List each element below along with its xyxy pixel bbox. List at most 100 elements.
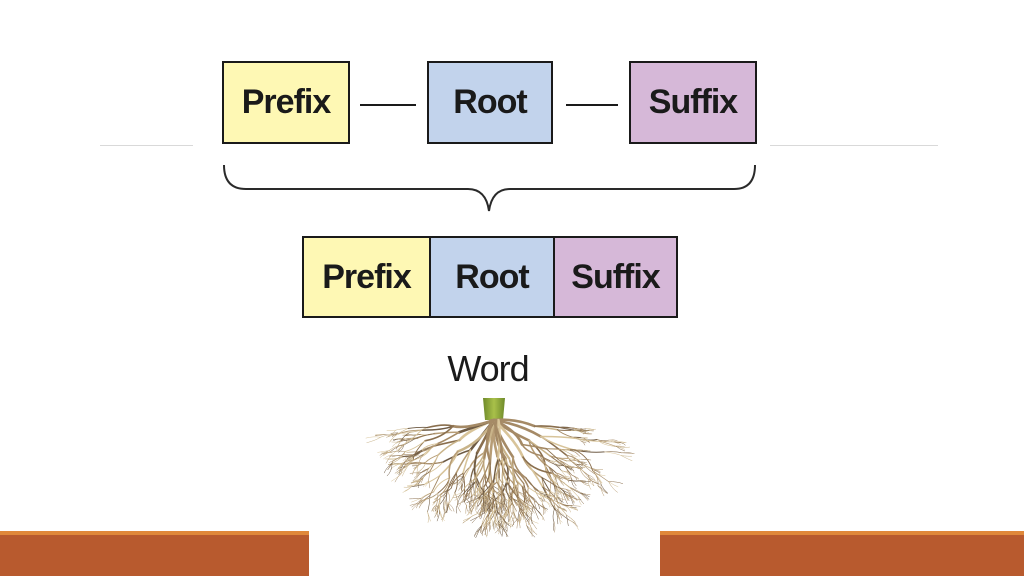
root-strand (545, 448, 562, 450)
root-strand (556, 463, 561, 468)
root-strand (410, 454, 424, 457)
connector-line-left (360, 104, 416, 106)
root-strand (423, 474, 441, 486)
root-strand (621, 452, 635, 454)
root-strand (521, 443, 547, 450)
root-strand (608, 481, 624, 484)
root-strand (432, 504, 437, 511)
root-strand (483, 459, 491, 488)
root-strand (508, 512, 512, 529)
root-strand (427, 454, 439, 470)
root-strand (479, 505, 485, 519)
root-strand (549, 494, 558, 499)
root-strand (505, 458, 523, 488)
root-strand (417, 454, 424, 467)
root-strand (576, 438, 600, 442)
root-strand (437, 494, 441, 506)
root-strand (417, 461, 427, 466)
root-strand (497, 520, 502, 528)
root-strand (499, 526, 502, 536)
root-strand (492, 459, 499, 484)
root-strand (556, 508, 560, 520)
root-strand (411, 499, 422, 508)
root-strand (409, 503, 419, 506)
root-strand (483, 517, 488, 525)
root-strand (608, 481, 618, 493)
footer-bar-left (0, 531, 309, 576)
root-strand (600, 484, 605, 497)
suffix-box: Suffix (629, 61, 757, 144)
root-strand (539, 454, 554, 464)
root-label: Root (453, 83, 527, 121)
root-strand (404, 458, 417, 467)
root-strand (548, 498, 558, 510)
root-strand (580, 492, 591, 496)
root-strand (397, 432, 411, 434)
root-strand (528, 439, 545, 465)
root-strand (462, 449, 472, 475)
root-strand (404, 440, 426, 453)
root-strand (534, 488, 545, 496)
root-strand (426, 424, 454, 429)
root-strand (418, 499, 427, 509)
root-strand (416, 465, 419, 476)
root-strand (501, 498, 507, 509)
root-strand (481, 509, 488, 526)
root-strand (414, 454, 424, 460)
root-strand (556, 429, 572, 431)
root-strand (410, 479, 422, 484)
root-strand (549, 455, 568, 462)
root-strand (458, 485, 462, 491)
root-strand (580, 480, 591, 482)
root-strand (599, 440, 615, 447)
root-strand (538, 497, 543, 503)
root-strand (418, 468, 429, 476)
root-strand (454, 492, 458, 506)
root-strand (446, 504, 449, 513)
root-strand (523, 503, 526, 515)
root-strand (412, 465, 419, 473)
root-strand (550, 460, 557, 465)
root-strand (549, 490, 558, 498)
divider-right (770, 145, 938, 146)
root-strand (375, 434, 385, 436)
root-strand (425, 480, 429, 487)
combined-root-segment: Root (429, 238, 553, 316)
root-strand (579, 467, 590, 479)
root-strand (500, 494, 504, 506)
root-strand (502, 497, 506, 508)
root-strand (402, 456, 413, 461)
root-strand (583, 464, 594, 471)
root-strand (448, 503, 455, 512)
root-strand (501, 517, 506, 529)
root-strand (538, 490, 551, 496)
root-strand (551, 472, 570, 481)
root-strand (520, 507, 528, 517)
root-strand (463, 491, 468, 502)
root-strand (578, 496, 582, 506)
root-strand (554, 492, 561, 499)
root-strand (436, 492, 439, 505)
root-strand (604, 451, 622, 454)
root-strand (554, 483, 564, 495)
root-strand (455, 505, 458, 514)
prefix-label: Prefix (241, 83, 331, 121)
root-strand (597, 485, 608, 494)
root-strand (528, 439, 551, 457)
root-strand (434, 508, 439, 518)
root-strand (466, 497, 479, 503)
root-strand (597, 485, 608, 494)
root-strand (563, 465, 573, 469)
root-strand (420, 469, 431, 480)
root-strand (416, 477, 424, 483)
root-strand (481, 524, 483, 533)
root-strand (557, 461, 563, 466)
root-strand (411, 498, 422, 503)
root-strand (526, 525, 536, 538)
root-strand (563, 476, 571, 480)
root-strand (434, 493, 442, 500)
root-strand (499, 490, 506, 496)
root-strand (535, 501, 546, 510)
root-strand (474, 525, 482, 537)
root-strand (521, 443, 541, 456)
